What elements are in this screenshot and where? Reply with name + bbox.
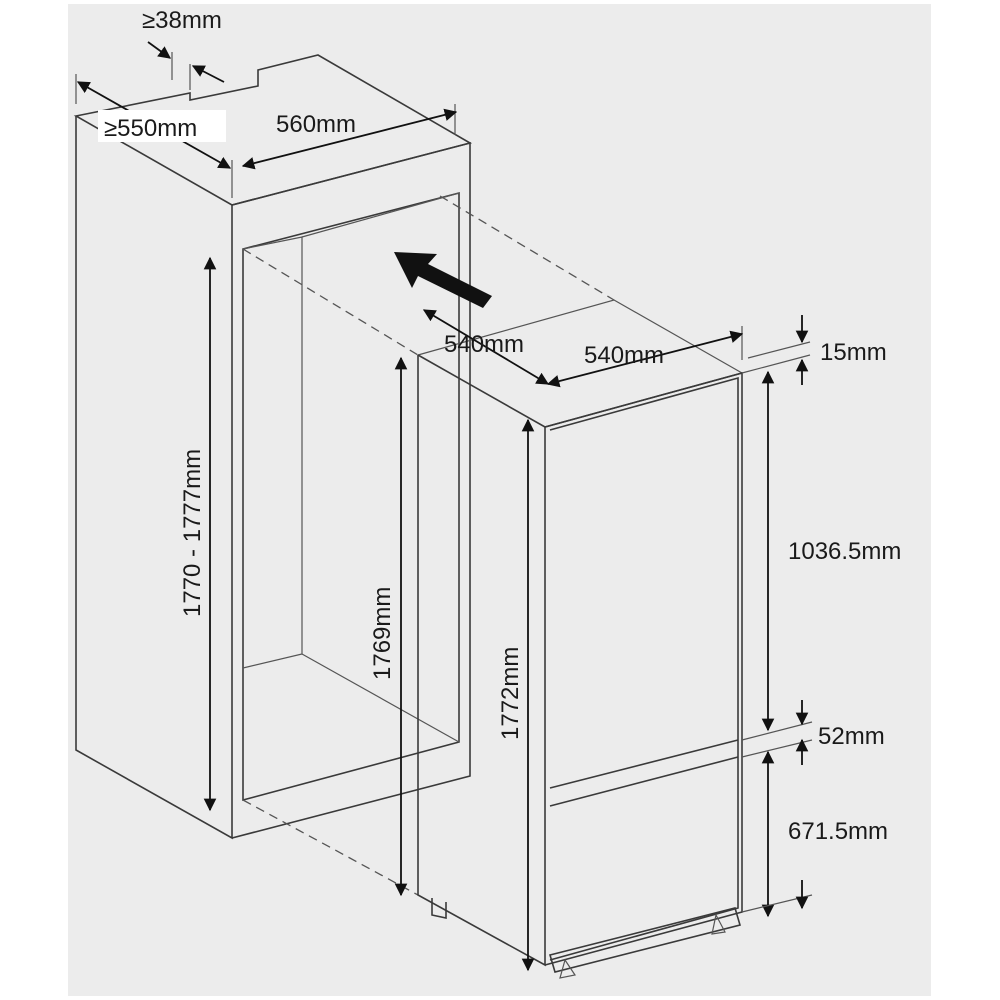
label-appliance-width: 540mm <box>584 342 664 369</box>
label-middle-gap: 52mm <box>818 723 885 750</box>
label-niche-width: 560mm <box>276 111 356 138</box>
label-niche-height: 1770 - 1777mm <box>179 449 206 617</box>
label-clearance-top: ≥38mm <box>142 7 222 34</box>
niche-cabinet <box>73 54 473 840</box>
appliance <box>242 195 743 979</box>
label-depth-box <box>98 110 226 142</box>
label-depth: ≥550mm <box>104 115 197 142</box>
dim-appliance-depth <box>422 309 550 385</box>
dim-right-stack <box>741 315 813 918</box>
arrow-up-left-icon <box>394 252 492 308</box>
label-top-gap: 15mm <box>820 339 887 366</box>
label-upper-door: 1036.5mm <box>788 538 901 565</box>
label-front-height: 1772mm <box>497 647 524 740</box>
dim-appliance-width <box>546 326 744 388</box>
dim-clearance-top <box>147 41 225 90</box>
label-appliance-depth: 540mm <box>444 331 524 358</box>
label-side-height: 1769mm <box>369 587 396 680</box>
dim-niche-width <box>241 104 458 170</box>
label-lower-door: 671.5mm <box>788 818 888 845</box>
